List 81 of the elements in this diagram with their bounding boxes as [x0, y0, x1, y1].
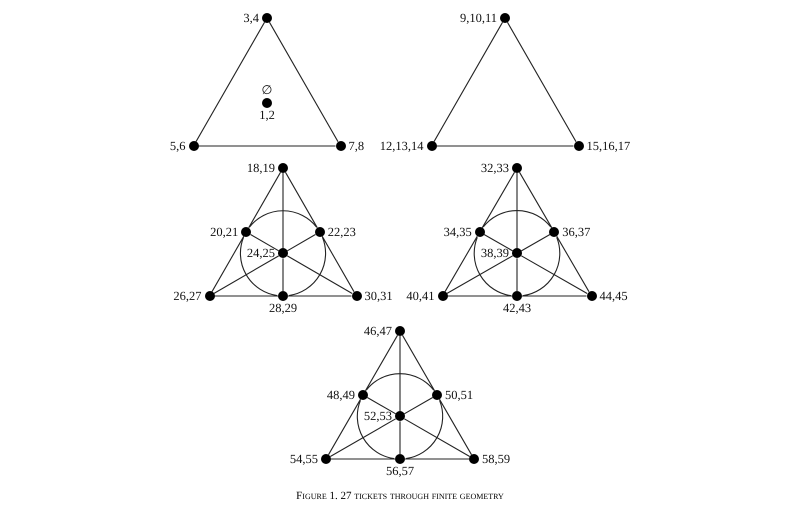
line-segment [484, 234, 513, 252]
point-label: 12,13,14 [380, 140, 424, 152]
line-segment [214, 295, 278, 297]
line-segment [282, 258, 284, 291]
line-segment [522, 295, 586, 297]
line-segment [367, 397, 396, 414]
line-segment [444, 236, 478, 292]
line-segment [516, 173, 518, 248]
arc-segment [522, 237, 560, 296]
line-segment [331, 458, 395, 460]
point-label: 1,2 [259, 109, 275, 122]
line-segment [521, 255, 588, 294]
line-segment [519, 172, 552, 228]
point-label: 28,29 [268, 302, 298, 315]
point-label: 48,49 [326, 388, 355, 402]
point-label: ∅ [262, 84, 272, 97]
line-segment [402, 335, 435, 391]
point-label: 26,27 [173, 290, 202, 302]
line-segment [322, 236, 354, 292]
line-segment [196, 22, 265, 142]
point-label: 40,41 [406, 290, 434, 302]
line-segment [434, 22, 503, 142]
line-segment [507, 22, 576, 142]
line-segment [330, 418, 396, 457]
point-label: 5,6 [170, 140, 186, 152]
arc-segment [356, 400, 394, 460]
line-segment [285, 172, 318, 228]
arc-segment [240, 237, 278, 296]
point-label: 58,59 [482, 452, 510, 466]
point-label: 52,53 [364, 410, 392, 423]
point-label: 36,37 [562, 226, 590, 238]
line-segment [214, 255, 279, 294]
point-label: 9,10,11 [460, 12, 497, 24]
line-segment [448, 295, 512, 297]
line-segment [404, 418, 470, 457]
line-segment [282, 173, 284, 248]
line-segment [248, 172, 281, 228]
line-segment [198, 145, 336, 147]
line-segment [287, 255, 352, 294]
point-label: 50,51 [445, 388, 474, 402]
line-segment [288, 295, 352, 297]
arc-segment [474, 237, 512, 296]
arc-segment [366, 373, 434, 390]
line-segment [250, 234, 279, 252]
arc-segment [482, 210, 552, 228]
point-label: 56,57 [386, 465, 414, 478]
point-label: 15,16,17 [586, 140, 630, 152]
point-label: 38,39 [480, 246, 509, 260]
line-segment [212, 236, 244, 292]
arc-segment [249, 210, 317, 228]
point-label: 18,19 [246, 162, 275, 174]
line-segment [404, 397, 433, 414]
line-segment [482, 172, 515, 228]
point-label: 46,47 [364, 324, 392, 338]
line-segment [436, 145, 574, 147]
point-label: 7,8 [348, 140, 364, 152]
point-label: 34,35 [444, 226, 472, 238]
point-label: 44,45 [600, 290, 628, 302]
line-segment [328, 399, 361, 455]
line-segment [269, 22, 338, 142]
point-label: 22,23 [328, 226, 356, 238]
point-label: 3,4 [243, 12, 259, 24]
point-label: 20,21 [210, 226, 238, 238]
figure-caption: Figure 1. 27 tickets through finite geometry [296, 490, 504, 502]
line-segment [516, 258, 518, 291]
line-segment [399, 336, 401, 412]
point-label: 24,25 [246, 246, 275, 260]
line-segment [556, 236, 590, 292]
line-segment [439, 399, 472, 455]
point-label: 42,43 [502, 302, 532, 315]
line-segment [365, 335, 398, 391]
point-label: 30,31 [364, 290, 393, 302]
line-segment [287, 234, 316, 252]
arc-segment [288, 237, 326, 296]
line-segment [521, 234, 550, 252]
arc-segment [406, 400, 444, 460]
point-label: 54,55 [290, 452, 318, 466]
point-label: 32,33 [480, 162, 509, 174]
line-segment [399, 421, 401, 454]
line-segment [405, 458, 469, 460]
line-segment [446, 255, 513, 294]
